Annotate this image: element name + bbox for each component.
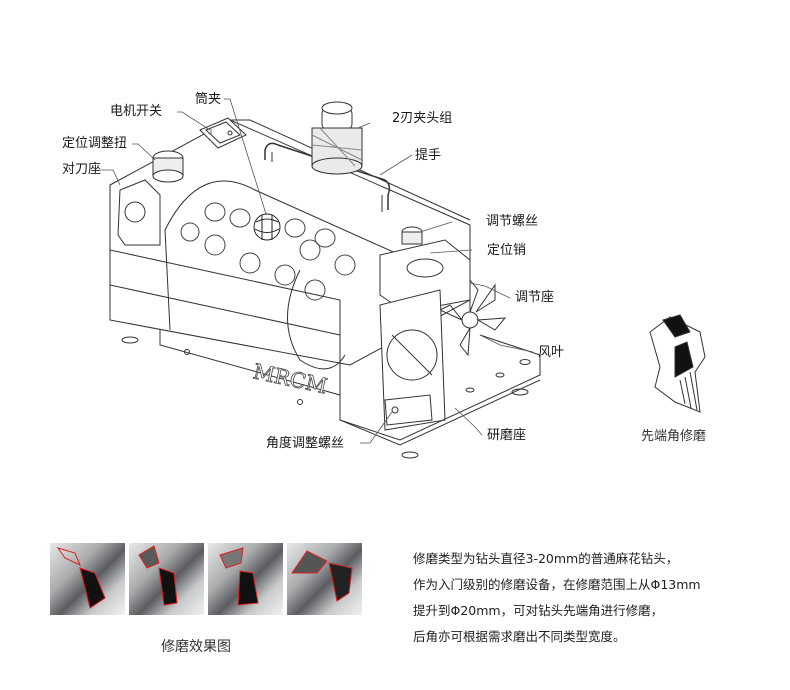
tip-grinding-caption: 先端角修磨 (641, 429, 707, 444)
callout-fan-blade: 风叶 (538, 345, 565, 360)
callout-locating-pin: 定位销 (487, 243, 527, 258)
callout-angle-adjust-screw: 角度调整螺丝 (266, 436, 345, 451)
svg-text:I: I (210, 128, 212, 136)
result-photo-4 (287, 543, 362, 615)
callout-positioning-knob: 定位调整扭 (62, 136, 128, 151)
callout-two-flute-chuck-set: 2刃夹头组 (392, 111, 453, 126)
callout-adjusting-screw: 调节螺丝 (486, 214, 539, 229)
result-photo-1 (50, 543, 125, 615)
callout-handle: 提手 (415, 148, 442, 163)
callout-grinding-seat: 研磨座 (487, 428, 527, 443)
callout-tool-setting-seat: 对刀座 (62, 162, 102, 177)
callout-collet: 筒夹 (195, 92, 222, 107)
result-photo-2 (129, 543, 204, 615)
callout-adjusting-seat: 调节座 (515, 290, 555, 305)
description-line: 修磨类型为钻头直径3-20mm的普通麻花钻头， (413, 551, 679, 566)
results-caption: 修磨效果图 (161, 639, 231, 655)
product-description: 修磨类型为钻头直径3-20mm的普通麻花钻头， 作为入门级别的修磨设备，在修磨范… (413, 546, 783, 650)
drill-grinder-diagram: I (100, 98, 706, 459)
result-photo-3 (208, 543, 283, 615)
description-line: 后角亦可根据需求磨出不同类型宽度。 (413, 629, 626, 644)
description-line: 提升到Φ20mm，可对钻头先端角进行修磨， (413, 603, 664, 618)
callout-motor-switch: 电机开关 (110, 104, 163, 119)
description-line: 作为入门级别的修磨设备，在修磨范围上从Φ13mm (413, 577, 701, 592)
grinding-results-photos (50, 543, 362, 615)
svg-text:MRCM: MRCM (251, 359, 329, 398)
